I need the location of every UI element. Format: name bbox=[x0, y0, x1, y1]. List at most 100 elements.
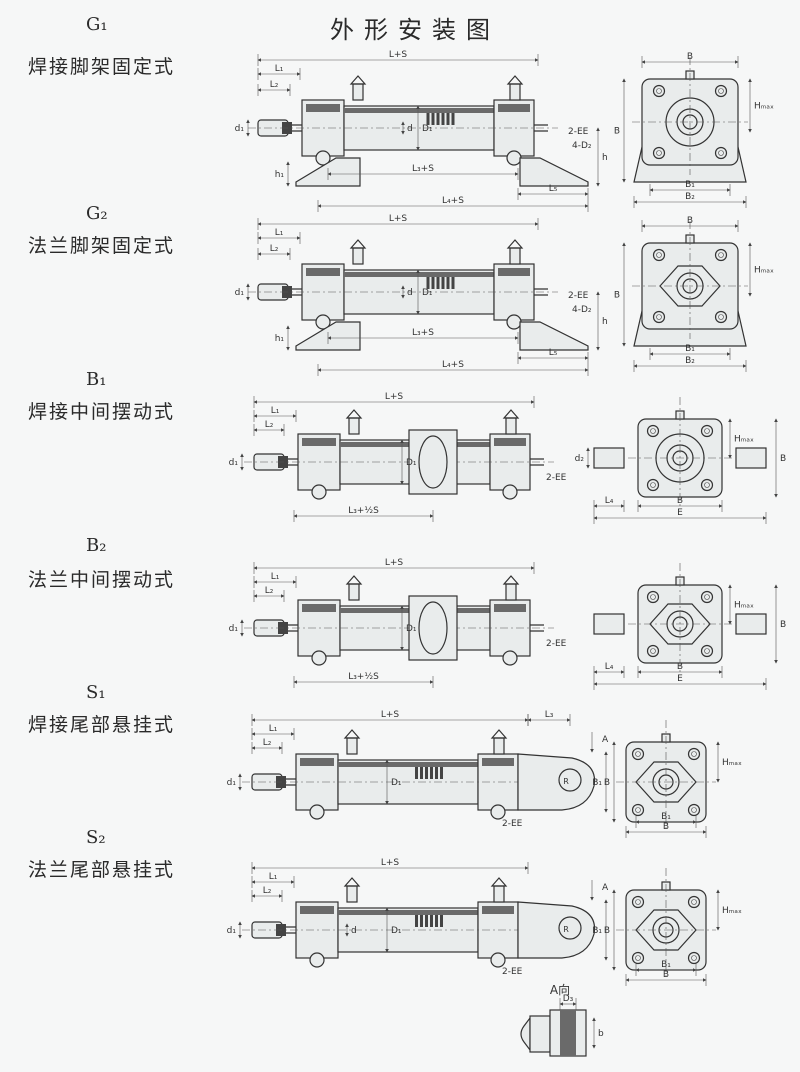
a-view-head bbox=[520, 1016, 531, 1052]
dim-D1: D₁ bbox=[391, 926, 402, 936]
dim-hmax: Hₘₐₓ bbox=[754, 266, 774, 276]
dim-E: E bbox=[677, 508, 683, 518]
bolt-inner bbox=[691, 751, 697, 757]
dim-total-length: L+S bbox=[385, 558, 404, 568]
bolt-circle bbox=[646, 644, 660, 658]
dim-L4: L₄ bbox=[605, 496, 614, 506]
oil-port bbox=[509, 83, 521, 101]
tie-rod-nut bbox=[502, 650, 518, 666]
dim-hmax: Hₘₐₓ bbox=[722, 758, 742, 768]
port-plug bbox=[345, 575, 363, 585]
dim-d2: d₂ bbox=[575, 454, 585, 464]
dim-b: b bbox=[598, 1029, 604, 1039]
dim-D3: D₃ bbox=[563, 994, 574, 1004]
piston-seal bbox=[436, 113, 440, 125]
bolt-circle bbox=[646, 478, 660, 492]
head-section-hatch bbox=[306, 104, 340, 112]
dim-d1: d₁ bbox=[227, 778, 237, 788]
dim-l1: L₁ bbox=[275, 64, 284, 74]
port-plug bbox=[490, 729, 508, 739]
trunnion-left bbox=[593, 613, 625, 635]
piston-seal bbox=[446, 113, 450, 125]
head-section-hatch bbox=[482, 906, 514, 914]
dim-l2: L₂ bbox=[270, 80, 279, 90]
bolt-circle bbox=[687, 803, 701, 817]
section-name-g2: 法兰脚架固定式 bbox=[28, 235, 176, 257]
dim-d: d bbox=[407, 288, 413, 298]
section-code-g2: G₂ bbox=[86, 203, 108, 224]
bolt-inner bbox=[656, 88, 662, 94]
dim-l3: L₃+½S bbox=[348, 672, 379, 682]
bolt-circle bbox=[687, 951, 701, 965]
oil-port bbox=[348, 583, 360, 601]
dim-d: d bbox=[407, 124, 413, 134]
piston-seal bbox=[426, 277, 430, 289]
rear-foot bbox=[519, 321, 589, 351]
dim-d1: d₁ bbox=[229, 624, 239, 634]
bolt-inner bbox=[656, 314, 662, 320]
section-code-s2: S₂ bbox=[86, 827, 106, 848]
dim-B1-vert: B₁ bbox=[592, 926, 602, 936]
bolt-circle bbox=[652, 84, 666, 98]
piston-seal bbox=[426, 113, 430, 125]
bolt-inner bbox=[704, 482, 710, 488]
trunnion-right bbox=[735, 447, 767, 469]
tie-rod-nut bbox=[315, 314, 331, 330]
bolt-inner bbox=[650, 482, 656, 488]
dim-l2: L₂ bbox=[263, 738, 272, 748]
bolt-circle bbox=[631, 951, 645, 965]
dim-d1: d₁ bbox=[235, 288, 245, 298]
bolt-inner bbox=[635, 899, 641, 905]
bolt-circle bbox=[687, 895, 701, 909]
bolt-circle bbox=[646, 424, 660, 438]
dim-B: B bbox=[663, 822, 669, 832]
dim-l1: L₁ bbox=[269, 872, 278, 882]
tie-rod-nut bbox=[311, 484, 327, 500]
bolt-inner bbox=[691, 955, 697, 961]
bolt-circle bbox=[646, 590, 660, 604]
bolt-inner bbox=[718, 314, 724, 320]
dim-4d2: 4-D₂ bbox=[572, 141, 592, 151]
trunnion-left bbox=[593, 447, 625, 469]
dim-l3: L₃+S bbox=[412, 164, 434, 174]
bolt-inner bbox=[656, 150, 662, 156]
piston-seal bbox=[420, 767, 423, 779]
head-section-hatch bbox=[494, 604, 526, 612]
bolt-inner bbox=[635, 955, 641, 961]
dim-B-vert: B bbox=[780, 620, 786, 630]
dim-L4: L₄ bbox=[605, 662, 614, 672]
head-section-hatch bbox=[302, 438, 336, 446]
dim-R: R bbox=[563, 777, 569, 786]
head-section-hatch bbox=[482, 758, 514, 766]
dim-l3: L₃+½S bbox=[348, 506, 379, 516]
piston-seal bbox=[451, 277, 455, 289]
oil-port bbox=[352, 247, 364, 265]
dim-B-vert: B bbox=[614, 127, 620, 137]
dim-B2: B₂ bbox=[685, 192, 695, 202]
dim-l2: L₂ bbox=[270, 244, 279, 254]
tube-wall-hatch bbox=[344, 272, 494, 277]
bolt-inner bbox=[635, 751, 641, 757]
rear-clevis bbox=[517, 753, 596, 811]
head-section-hatch bbox=[300, 758, 334, 766]
bolt-circle bbox=[631, 747, 645, 761]
bolt-inner bbox=[718, 150, 724, 156]
dim-D1: D₁ bbox=[406, 458, 417, 468]
piston-seal bbox=[425, 767, 428, 779]
tie-rod-nut bbox=[315, 150, 331, 166]
port-plug bbox=[343, 729, 361, 739]
dim-l1: L₁ bbox=[271, 572, 280, 582]
dim-A: A bbox=[602, 883, 609, 893]
dim-A: A bbox=[602, 735, 609, 745]
bolt-circle bbox=[700, 644, 714, 658]
bolt-circle bbox=[652, 248, 666, 262]
section-code-b1: B₁ bbox=[86, 369, 107, 390]
bolt-inner bbox=[691, 899, 697, 905]
dim-B-vert: B bbox=[614, 291, 620, 301]
section-name-s2: 法兰尾部悬挂式 bbox=[28, 859, 176, 881]
section-name-b1: 焊接中间摆动式 bbox=[28, 401, 176, 423]
